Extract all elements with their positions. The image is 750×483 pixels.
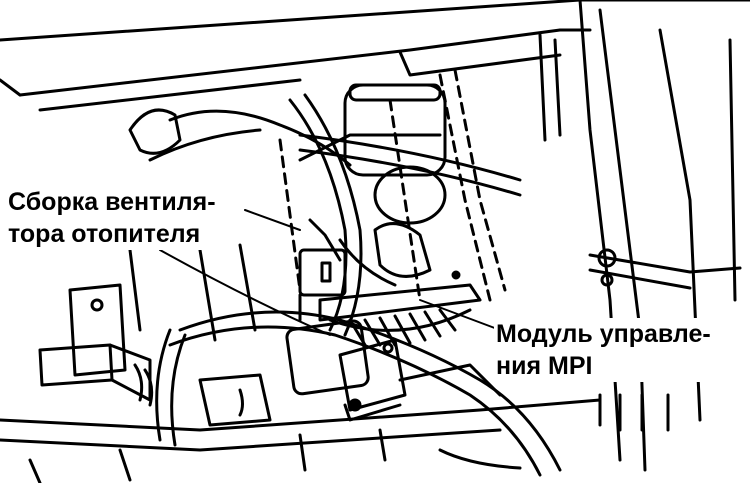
mpi-module-label-line1: Модуль управле- [496,320,711,348]
mpi-module-label: Модуль управле- ния MPI [494,318,713,382]
leader-mpi [419,299,501,331]
cowl-panel [0,0,750,142]
lower-body [0,373,602,483]
blower-assembly-label-line2: тора отопителя [8,220,201,248]
blower-assembly-label-line1: Сборка вентиля- [8,188,216,216]
blower-assembly-label: Сборка вентиля- тора отопителя [6,186,218,250]
mpi-module-label-line2: ния MPI [496,352,593,380]
leader-blower-upper [244,209,301,231]
relay-bracket [298,218,347,322]
mpi-module [285,319,502,422]
leader-lines [159,209,501,336]
leader-blower [159,249,331,336]
fender-strut [578,0,742,472]
left-bracket [38,243,257,407]
blower-housing [278,68,507,347]
